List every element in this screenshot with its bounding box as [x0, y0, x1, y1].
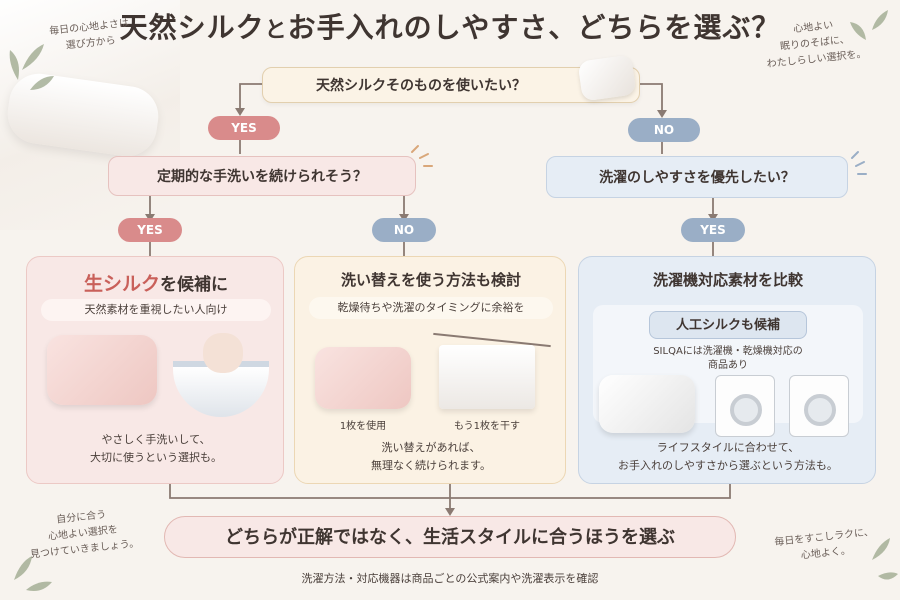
start-question: 天然シルクそのものを使いたい？: [262, 67, 640, 103]
card-note: 洗い替えがあれば、無理なく続けられます。: [371, 441, 491, 472]
card-rotation: 洗い替えを使う方法も検討 乾燥待ちや洗濯のタイミングに余裕を 1枚を使用 もう1…: [294, 256, 566, 484]
sparkle-icon: [411, 145, 433, 167]
branch-no-label: NO: [628, 118, 700, 142]
question-easy-wash: 洗濯のしやすさを優先したい？: [546, 156, 848, 198]
card-subtitle: 乾燥待ちや洗濯のタイミングに余裕を: [309, 297, 553, 319]
pink-pillow-icon: [47, 335, 157, 405]
dryer-icon: [789, 375, 849, 437]
leaf-icon: [850, 10, 888, 40]
card-note: ライフスタイルに合わせて、お手入れのしやすさから選ぶという方法も。: [618, 441, 838, 472]
caption-in-use: 1枚を使用: [339, 421, 387, 432]
branch-no-label: NO: [372, 218, 436, 242]
card-note: やさしく手洗いして、大切に使うという選択も。: [90, 433, 222, 464]
card-subtitle: 天然素材を重視したい人向け: [41, 299, 271, 321]
pink-pillow-icon: [315, 347, 411, 409]
card-raw-silk: 生シルクを候補に 天然素材を重視したい人向け やさしく手洗いして、大切に使うとい…: [26, 256, 284, 484]
washing-machine-icon: [715, 375, 775, 437]
branch-yes-label: YES: [208, 116, 280, 140]
page-title: 天然シルクとお手入れのしやすさ、どちらを選ぶ？: [119, 11, 781, 44]
card-title: 洗濯機対応素材を比較: [652, 271, 803, 289]
hand-wash-icon: [203, 333, 243, 373]
card-title: 洗い替えを使う方法も検討: [340, 271, 521, 289]
pillow-icon: [577, 54, 637, 102]
card-machine: 洗濯機対応素材を比較 人工シルクも候補 SILQAには洗濯機・乾燥機対応の商品あ…: [578, 256, 876, 484]
card-title: 生シルクを候補に: [83, 273, 228, 295]
product-desc: SILQAには洗濯機・乾燥機対応の商品あり: [653, 346, 803, 371]
caption-drying: もう1枚を干す: [453, 421, 521, 432]
footer-note: 洗濯方法・対応機器は商品ごとの公式案内や洗濯表示を確認: [301, 572, 599, 585]
leaf-icon: [9, 44, 54, 90]
question-hand-wash: 定期的な手洗いを続けられそう？: [108, 156, 416, 196]
leaf-icon: [14, 556, 52, 591]
artificial-silk-badge: 人工シルクも候補: [649, 311, 807, 339]
branch-yes-label: YES: [681, 218, 745, 242]
conclusion-banner: どちらが正解ではなく、生活スタイルに合うほうを選ぶ: [164, 516, 736, 558]
branch-yes-label: YES: [118, 218, 182, 242]
leaf-icon: [872, 538, 898, 580]
hanging-pillow-icon: [439, 345, 535, 409]
sparkle-icon: [851, 151, 867, 175]
white-pillow-icon: [599, 375, 695, 433]
